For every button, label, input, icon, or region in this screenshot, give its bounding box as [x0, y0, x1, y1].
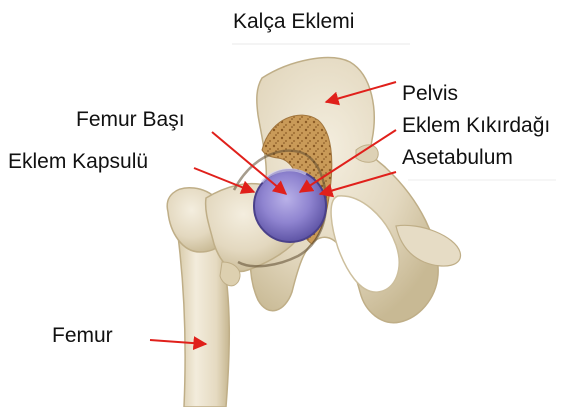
label-pelvis: Pelvis: [402, 82, 458, 106]
label-capsule: Eklem Kapsulü: [8, 150, 148, 174]
label-acetabulum: Asetabulum: [402, 146, 513, 170]
label-cartilage: Eklem Kıkırdağı: [402, 114, 550, 138]
diagram-title: Kalça Eklemi: [233, 10, 354, 34]
label-femur-head: Femur Başı: [76, 108, 185, 132]
femur-head: [254, 170, 326, 242]
label-femur: Femur: [52, 324, 113, 348]
